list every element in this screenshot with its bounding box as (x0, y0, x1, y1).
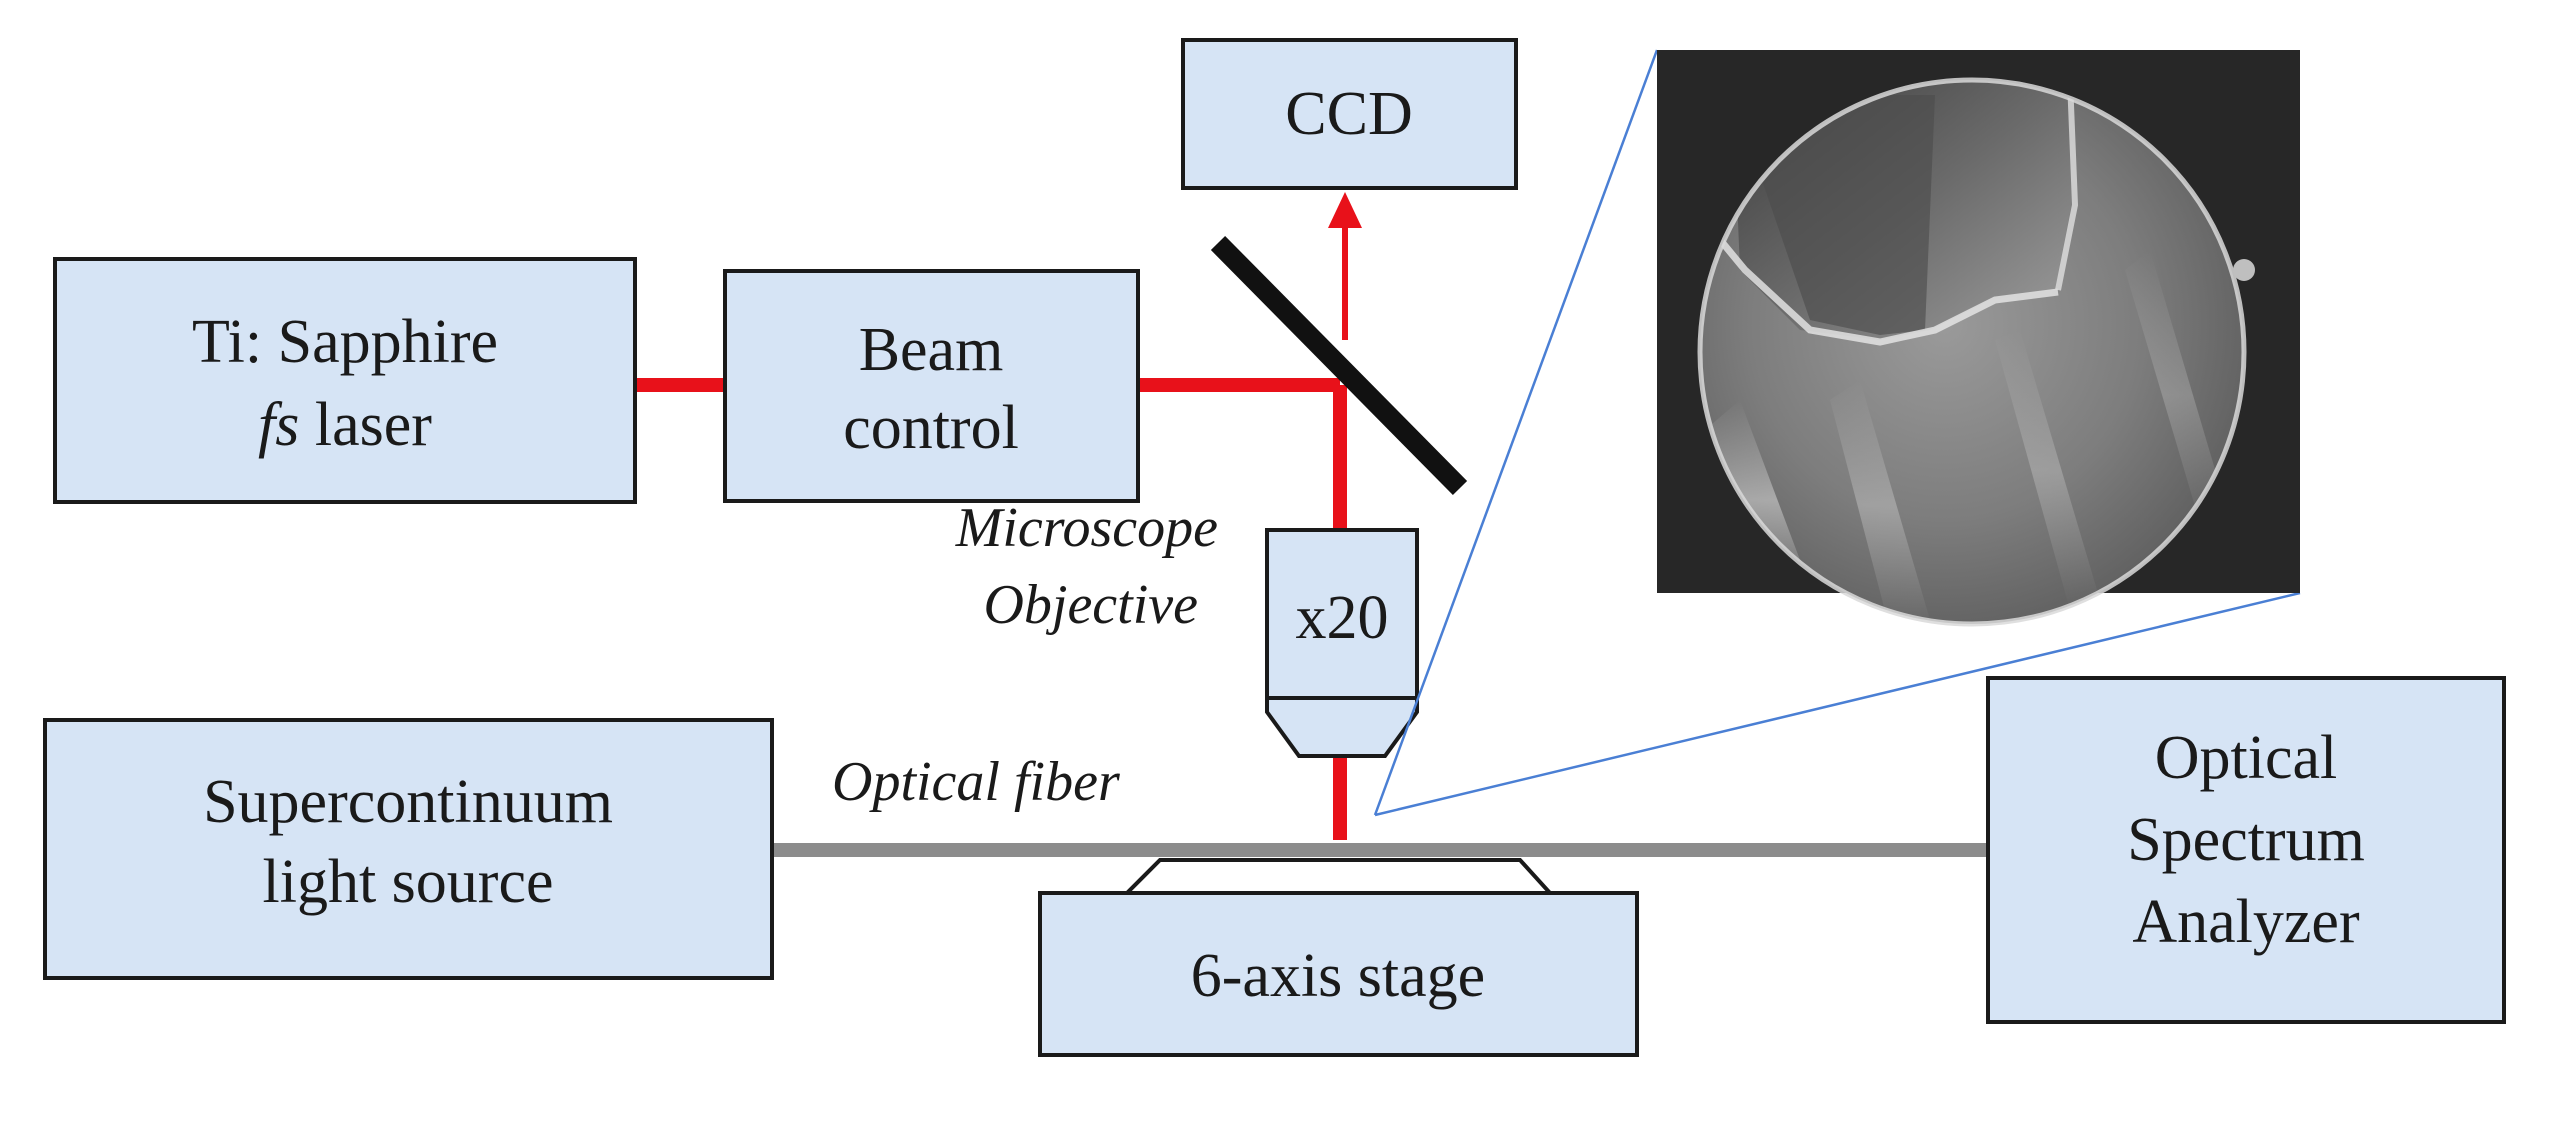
osa-line3: Analyzer (2132, 888, 2360, 956)
laser-label-rest: laser (299, 391, 432, 459)
zoom-line-upper (1373, 49, 1659, 816)
supercontinuum-box: Supercontinuum light source (43, 718, 774, 980)
optical-fiber-annotation: Optical fiber (832, 751, 1120, 813)
laser-label-fs: fs (258, 391, 299, 459)
arrow-up-icon (1328, 192, 1362, 228)
objective-label: x20 (1296, 584, 1389, 652)
laser-beam-path (635, 192, 1362, 840)
objective-box: x20 (1265, 528, 1419, 758)
microscope-annotation-line2: Objective (983, 574, 1198, 636)
stage-mount (1122, 858, 1555, 895)
osa-line2: Spectrum (2127, 806, 2365, 874)
osa-box: Optical Spectrum Analyzer (1986, 676, 2506, 1024)
stage-box: 6-axis stage (1038, 891, 1639, 1057)
osa-line1: Optical (2155, 724, 2338, 792)
surface-debris (2233, 259, 2255, 281)
stage-label: 6-axis stage (1191, 942, 1485, 1010)
microscope-annotation-line1: Microscope (955, 497, 1218, 559)
laser-label-line1: Ti: Sapphire (192, 308, 498, 376)
beam-control-box: Beam control (723, 269, 1140, 503)
zoom-line-lower (1374, 591, 2301, 817)
beam-control-line1: Beam (859, 316, 1004, 384)
mirror (1210, 235, 1468, 496)
supercontinuum-line2: light source (263, 848, 554, 916)
fiber-micrograph-inset (1657, 50, 2300, 627)
ccd-box: CCD (1181, 38, 1518, 190)
beam-control-line2: control (843, 394, 1019, 462)
objective-lens (1265, 696, 1419, 758)
ccd-label: CCD (1285, 80, 1412, 148)
laser-label-line2: fs laser (258, 391, 432, 459)
laser-box: Ti: Sapphire fs laser (53, 257, 637, 504)
supercontinuum-line1: Supercontinuum (203, 768, 613, 836)
